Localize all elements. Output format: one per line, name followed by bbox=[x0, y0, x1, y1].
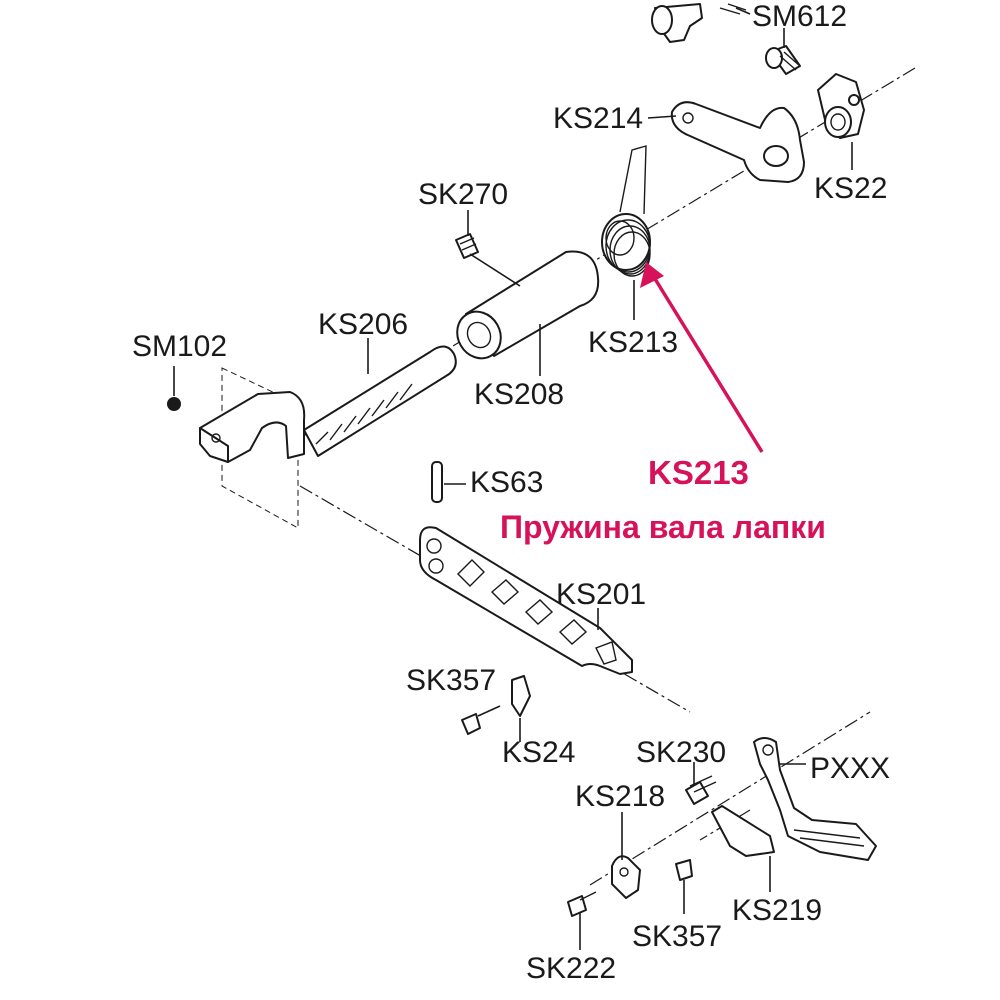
ks24-clip bbox=[511, 675, 531, 717]
ks206-shaft bbox=[199, 345, 457, 529]
label-sm102: SM102 bbox=[132, 330, 227, 363]
part-labels: SM612 KS214 KS22 SK270 KS206 KS213 KS208… bbox=[132, 0, 890, 985]
ks201-arm bbox=[419, 526, 633, 675]
label-ks201: KS201 bbox=[556, 578, 646, 611]
sk222-screw bbox=[567, 891, 597, 917]
label-sk230: SK230 bbox=[636, 736, 726, 769]
label-ks63: KS63 bbox=[470, 466, 543, 499]
label-ks214: KS214 bbox=[553, 102, 643, 135]
label-ks24: KS24 bbox=[502, 736, 575, 769]
label-leader-lines bbox=[367, 7, 853, 950]
label-sm612: SM612 bbox=[752, 0, 847, 33]
label-ks206: KS206 bbox=[318, 308, 408, 341]
sm102-screw bbox=[167, 366, 181, 411]
sk230-screw bbox=[685, 775, 717, 805]
label-ks219: KS219 bbox=[732, 894, 822, 927]
sk357-screw-lower bbox=[675, 859, 693, 881]
ks22-collar bbox=[817, 73, 865, 139]
label-sk222: SK222 bbox=[526, 952, 616, 985]
sk270-set-screw bbox=[455, 233, 479, 259]
callout-part-name: Пружина вала лапки bbox=[500, 509, 826, 545]
sk357-screw-upper bbox=[461, 705, 501, 735]
ks208-sleeve bbox=[456, 250, 600, 360]
label-ks208: KS208 bbox=[474, 378, 564, 411]
highlight-arrow bbox=[640, 262, 764, 453]
sm612-screw bbox=[765, 45, 801, 75]
ks213-spring bbox=[601, 145, 651, 277]
pxxx-presser-foot bbox=[753, 737, 877, 861]
ks218-bracket bbox=[611, 855, 641, 899]
label-ks213: KS213 bbox=[588, 326, 678, 359]
top-thumb-screw bbox=[651, 3, 747, 43]
label-ks22: KS22 bbox=[814, 172, 887, 205]
label-sk357-lower: SK357 bbox=[632, 920, 722, 953]
label-sk270: SK270 bbox=[418, 178, 508, 211]
ks63-pin bbox=[431, 461, 443, 503]
label-sk357-upper: SK357 bbox=[406, 664, 496, 697]
ks219-plate bbox=[711, 805, 775, 857]
label-pxxx: PXXX bbox=[810, 752, 890, 785]
callout-part-code: KS213 bbox=[648, 454, 749, 491]
ks214-lever bbox=[670, 101, 805, 183]
label-ks218: KS218 bbox=[575, 780, 665, 813]
